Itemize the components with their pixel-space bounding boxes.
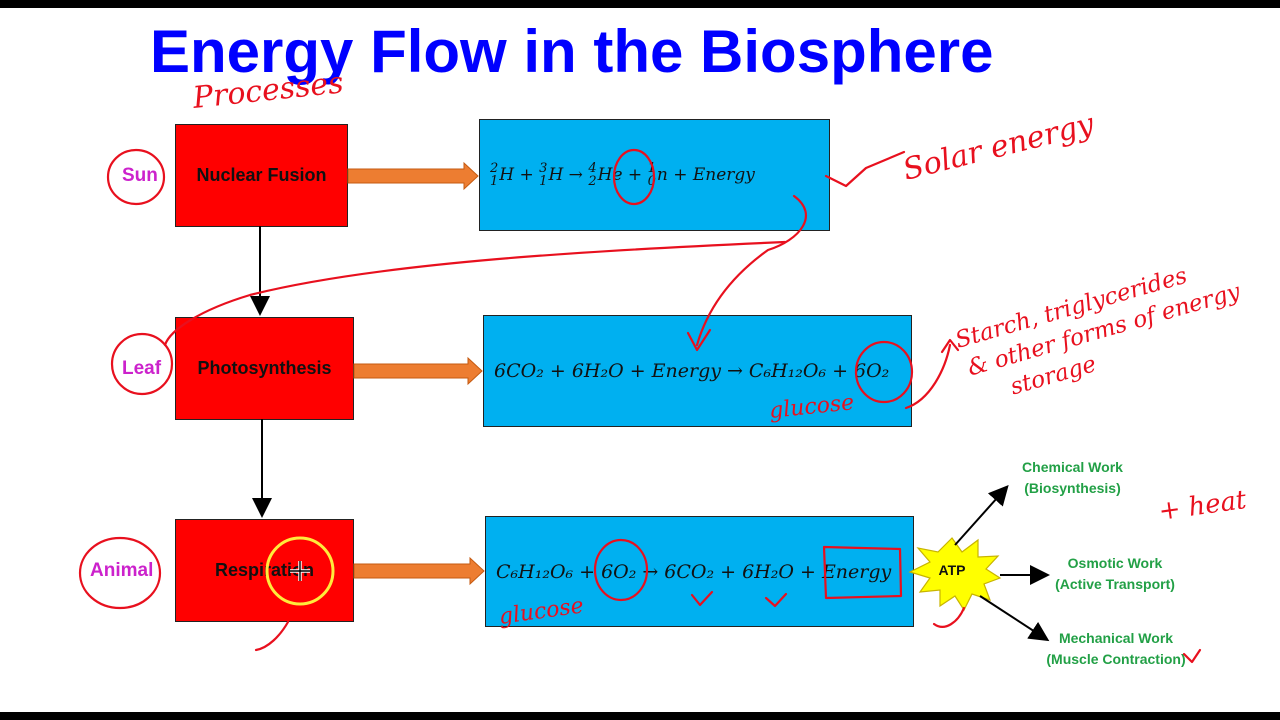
- source-label-leaf: Leaf: [122, 358, 162, 379]
- note-processes: Processes: [190, 65, 345, 116]
- orange-arrow-fusion: [347, 161, 479, 191]
- eq-glucose: C₆H₁₂O₆: [748, 360, 827, 382]
- arrow-atp-to-mechanical: [979, 595, 1050, 642]
- box-energy: [822, 545, 903, 600]
- process-label: Photosynthesis: [197, 358, 332, 378]
- slide-title: Energy Flow in the Biosphere: [150, 18, 994, 85]
- eq-plus: +: [514, 165, 540, 185]
- orange-arrow-photosynthesis: [353, 356, 483, 386]
- note-heat: + heat: [1157, 485, 1249, 527]
- process-box-photosynthesis: Photosynthesis: [175, 317, 354, 420]
- arrowhead-solar: [686, 328, 712, 352]
- arrow-atp-to-chemical: [954, 485, 1009, 546]
- nuclide-h2: H: [499, 165, 515, 185]
- hand-annotations: [78, 148, 1202, 664]
- eq-arrow: →: [563, 165, 589, 185]
- eq-plus: +: [579, 560, 596, 583]
- eq-oxygen: 6O₂: [601, 560, 637, 583]
- orange-arrow-respiration: [353, 556, 485, 586]
- eq-products: 6CO₂ + 6H₂O +: [664, 560, 816, 583]
- circle-leaf: [110, 332, 174, 396]
- nuclide-he: He: [597, 165, 623, 185]
- work-label-chemical: Chemical Work (Biosynthesis): [1022, 459, 1123, 496]
- nuclide-n: n: [656, 165, 668, 185]
- eq-plus: +: [832, 360, 848, 382]
- note-glucose-respiration: glucose: [497, 593, 585, 630]
- nuclide-h3: H: [548, 165, 564, 185]
- source-label-animal: Animal: [90, 560, 154, 581]
- circle-oxygen-product: [854, 340, 914, 404]
- circle-oxygen-reactant: [593, 538, 649, 602]
- curl-energy-atp: [932, 606, 966, 628]
- circle-helium: [612, 148, 656, 206]
- eq-reactants: 6CO₂ + 6H₂O + Energy: [494, 360, 721, 382]
- tick-mechanical: [1182, 648, 1202, 664]
- bottom-border: [0, 712, 1280, 720]
- process-label: Nuclear Fusion: [196, 165, 327, 185]
- arrowhead-storage: [940, 338, 960, 354]
- arrow-solar-to-photosynthesis: [695, 194, 807, 347]
- tick-co2: [690, 590, 714, 607]
- atp-label: ATP: [938, 562, 966, 578]
- note-glucose-photosynthesis: glucose: [768, 390, 855, 424]
- eq-oxygen: 6O₂: [854, 360, 890, 382]
- eq-arrow: →: [727, 360, 743, 382]
- process-box-nuclear-fusion: Nuclear Fusion: [175, 124, 348, 227]
- tick-h2o: [764, 592, 788, 608]
- eq-glucose: C₆H₁₂O₆: [496, 560, 574, 583]
- mark-respiration: [254, 620, 290, 652]
- source-label-sun: Sun: [122, 165, 158, 186]
- circle-sun: [106, 148, 166, 206]
- eq-plus: +: [622, 165, 648, 185]
- eq-energy: Energy: [692, 165, 755, 185]
- process-box-respiration: Respiration: [175, 519, 354, 622]
- note-solar-energy: Solar energy: [899, 106, 1098, 187]
- arrow-to-storage: [904, 343, 952, 410]
- note-storage: Starch, triglycerides & other forms of e…: [952, 248, 1258, 412]
- circle-animal: [78, 536, 162, 610]
- equation-box-respiration: C₆H₁₂O₆ + 6O₂ → 6CO₂ + 6H₂O + Energy: [485, 516, 914, 627]
- eq-plus: +: [667, 165, 693, 185]
- work-label-mechanical: Mechanical Work (Muscle Contraction): [1046, 630, 1186, 667]
- process-label: Respiration: [214, 560, 315, 580]
- work-label-osmotic: Osmotic Work (Active Transport): [1055, 555, 1175, 592]
- checkmark-solar: [824, 150, 906, 188]
- top-border: [0, 0, 1280, 8]
- cursor-highlight: [265, 536, 335, 606]
- eq-energy: Energy: [821, 560, 892, 583]
- curve-energy-to-leaf: [163, 240, 787, 347]
